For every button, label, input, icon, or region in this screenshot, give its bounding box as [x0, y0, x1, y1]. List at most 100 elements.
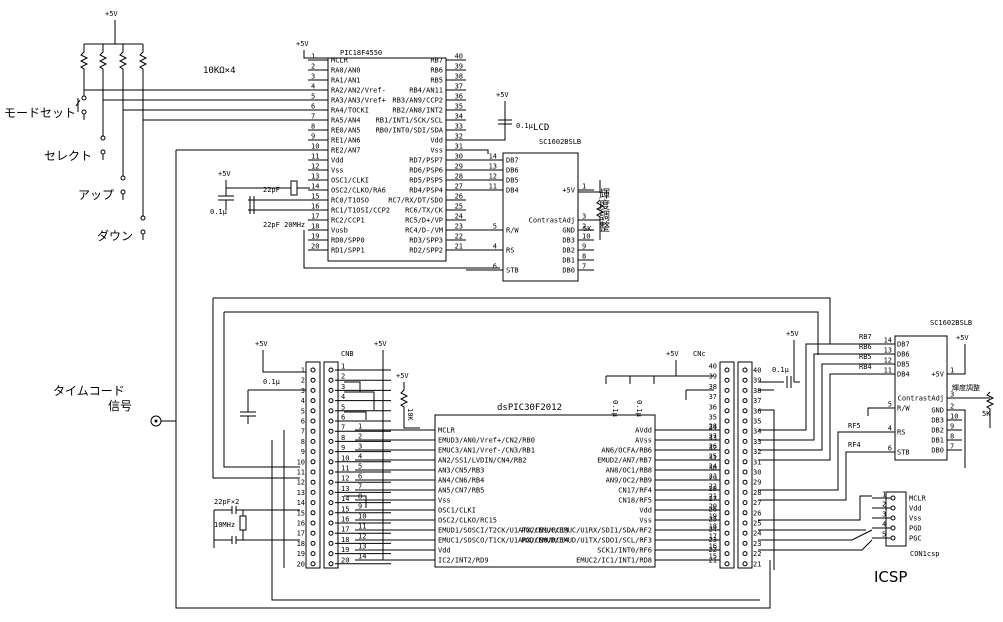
- cnb-pin-outer-pad: [310, 398, 316, 404]
- cnc-pin-outer-pad: [742, 418, 748, 424]
- cnb-pin-inner-num: 14: [341, 495, 349, 503]
- cnb-pin-inner-pad: [328, 510, 334, 516]
- lcd1-pin-num: 7: [582, 263, 586, 271]
- cnc-pin-inner-num: 29: [709, 475, 717, 483]
- pic-left-pin-name: RA5/AN4: [331, 117, 361, 125]
- vcc-rail-b2: [382, 350, 420, 561]
- cnb-right-strip: [323, 361, 339, 569]
- vcc-rail-b1: [262, 350, 306, 373]
- osc-caps-bottom: [213, 506, 300, 548]
- dspic-right-pin-num: 28: [709, 423, 717, 431]
- lcd2-pin-num: 3: [950, 391, 954, 399]
- pic-right-pin-num: 33: [455, 123, 463, 131]
- pic-left-pin-name: RD0/SPP0: [331, 237, 365, 245]
- cnc-pin-num: 28: [753, 489, 761, 497]
- cnb-pin-num: 12: [297, 479, 305, 487]
- cnc-pin-inner-pad: [724, 428, 730, 434]
- cnb-pin-inner-pad: [328, 520, 334, 526]
- cnb-pin-inner-pad: [328, 500, 334, 506]
- dspic-right-pin-name: PGD/EMUD/EMUD/U1TX/SDO1/SCL/RF3: [521, 537, 652, 545]
- pic-right-pin-num: 27: [455, 183, 463, 191]
- pic-left-pin-num: 5: [311, 93, 315, 101]
- cnc-pin-inner-pad: [724, 459, 730, 465]
- dspic-left-pin-name: Vss: [438, 497, 451, 505]
- pic-right-pin-name: RB2/AN8/INT2: [392, 107, 443, 115]
- dspic-left-pin-name: EMUD1/SOSCI/T2CK/U1ATX/CN1/RC13: [438, 527, 569, 535]
- cnc-pin-inner-num: 35: [709, 414, 717, 422]
- cnb-pin-inner-pad: [328, 469, 334, 475]
- pic-right-pin-num: 39: [455, 63, 463, 71]
- vcc-label-b3: +5V: [396, 372, 409, 380]
- lcd1-pin-name: DB2: [562, 247, 575, 255]
- lcd2-pin-name: DB4: [897, 371, 910, 379]
- icsp-pin-name: MCLR: [909, 495, 927, 503]
- lcd2-pin-name: RS: [897, 429, 905, 437]
- cnc-pin-inner-num: 40: [709, 363, 717, 371]
- cnb-pin-num: 8: [301, 438, 305, 446]
- lcd1-pin-name: DB0: [562, 267, 575, 275]
- cnc-pin-inner-pad: [724, 367, 730, 373]
- cnc-pin-num: 25: [753, 520, 761, 528]
- lcd2-data-wires: [758, 343, 880, 461]
- cnb-pin-outer-pad: [310, 469, 316, 475]
- vcc-label-b1: +5V: [255, 340, 268, 348]
- pic-left-pin-name: Vss: [331, 167, 344, 175]
- lcd2-pin-name: DB5: [897, 361, 910, 369]
- dspic-right-pin-name: Vdd: [639, 507, 652, 515]
- lcd1-pin-name: DB7: [506, 157, 519, 165]
- pic-right-pin-name: RC5/D+/VP: [405, 217, 443, 225]
- cnb-pin-outer-pad: [310, 479, 316, 485]
- cnc-pin-inner-pad: [724, 500, 730, 506]
- five-k-label-1: 5K: [583, 225, 592, 233]
- pic-right-pin-name: RB3/AN9/CCP2: [392, 97, 443, 105]
- timecode-jack-center: [154, 419, 158, 423]
- cnb-vss-wire: [344, 495, 367, 508]
- cnb-pin-inner-num: 4: [341, 393, 345, 401]
- dspic-left-pin-name: MCLR: [438, 427, 456, 435]
- cnb-pin-inner-num: 13: [341, 485, 349, 493]
- dspic-left-pin-name: EMUD3/AN0/Vref+/CN2/RB0: [438, 437, 535, 445]
- pic-left-pin-name: RA3/AN3/Vref+: [331, 97, 386, 105]
- icsp-pad: [890, 505, 896, 511]
- cap-r1: 0.1μ: [611, 400, 619, 418]
- lcd2-pin-num: 9: [950, 423, 954, 431]
- cnc-pin-inner-num: 26: [709, 505, 717, 513]
- dspic-right-pin-name: AN9/OC2/RB9: [606, 477, 652, 485]
- pic-right-pin-name: RD7/PSP7: [409, 157, 443, 165]
- lcd2-pin-num: 14: [884, 337, 892, 345]
- icsp-pad: [890, 535, 896, 541]
- cnc-pin-inner-num: 32: [709, 444, 717, 452]
- cnb-pin-outer-pad: [310, 510, 316, 516]
- cnc-pin-num: 37: [753, 397, 761, 405]
- mclr-pullup: [303, 50, 328, 59]
- pic-right-pin-name: RB4/AN11: [409, 87, 443, 95]
- cnb-pin-outer-pad: [310, 551, 316, 557]
- dspic-right-pin-num: 27: [709, 433, 717, 441]
- dspic-left-pin-num: 10: [358, 513, 366, 521]
- dspic30f2012-chip: [434, 414, 656, 568]
- dspic-right-pin-num: 15: [709, 553, 717, 561]
- lcd2-pin-name: DB2: [931, 427, 944, 435]
- dspic-right-pin-num: 24: [709, 463, 717, 471]
- cnb-pin-inner-pad: [328, 377, 334, 383]
- cnc-pin-outer-pad: [742, 489, 748, 495]
- lcd2-pin-name: DB1: [931, 437, 944, 445]
- timecode-signal-label: 信号: [108, 399, 132, 413]
- pic-right-pin-num: 37: [455, 83, 463, 91]
- rb7-label: RB7: [859, 333, 872, 341]
- lcd2-pin-name: DB7: [897, 341, 910, 349]
- pic-vdd-wires: [466, 111, 506, 154]
- cnc-pin-outer-pad: [742, 449, 748, 455]
- lcd1-pin-num: 14: [489, 153, 497, 161]
- cnc-pin-outer-pad: [742, 540, 748, 546]
- cnc-pin-outer-pad: [742, 510, 748, 516]
- pic-right-pin-name: RC6/TX/CK: [405, 207, 444, 215]
- cnc-pin-inner-num: 28: [709, 485, 717, 493]
- icsp-pin-num: 1: [882, 491, 886, 499]
- cnc-pin-inner-pad: [724, 469, 730, 475]
- cnc-pin-inner-num: 34: [709, 424, 717, 432]
- cnb-pin-num: 11: [297, 469, 305, 477]
- cnb-pin-inner-num: 19: [341, 546, 349, 554]
- lcd2-pin-name: DB3: [931, 417, 944, 425]
